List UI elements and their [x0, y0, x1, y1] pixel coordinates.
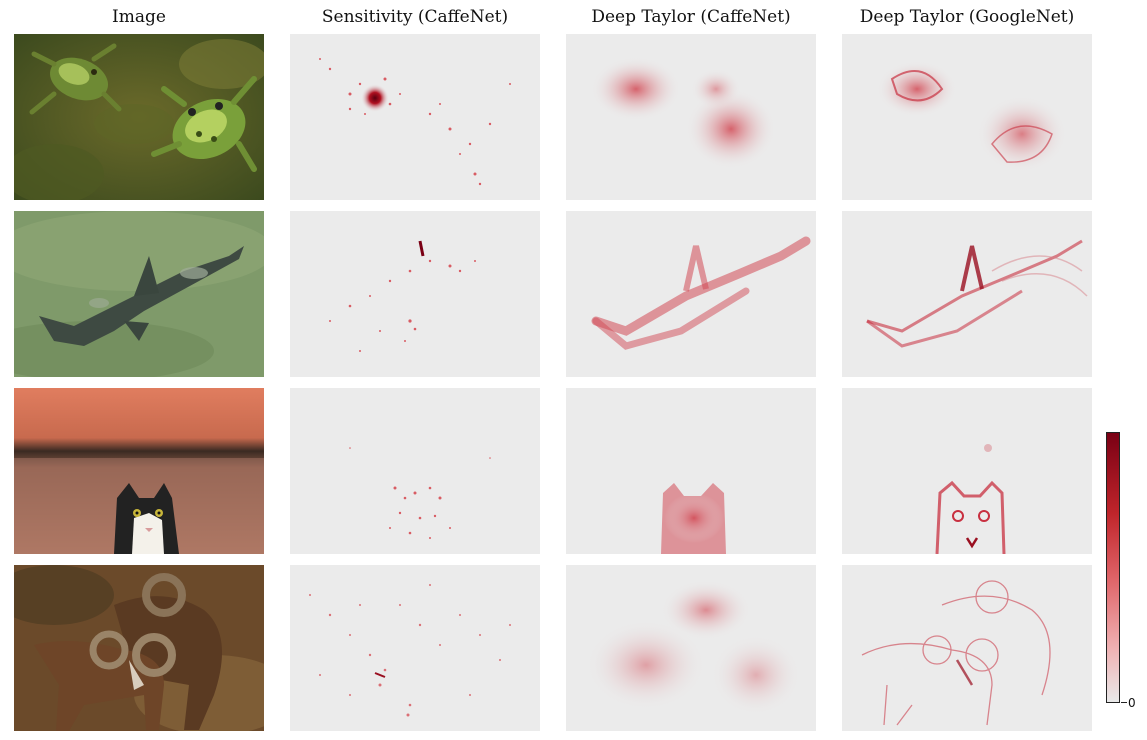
header-deep-taylor-googlenet: Deep Taylor (GoogleNet) [859, 7, 1075, 27]
deep-taylor-googlenet-frogs [842, 34, 1092, 200]
colorbar-tick-zero [1121, 702, 1127, 703]
deep-taylor-caffenet-rams [566, 565, 816, 731]
sensitivity-caffenet-shark [290, 211, 540, 377]
header-image: Image [112, 7, 166, 27]
sensitivity-caffenet-kitten [290, 388, 540, 554]
colorbar-zero-label: 0 [1128, 696, 1136, 710]
sensitivity-caffenet-rams [290, 565, 540, 731]
header-sensitivity-caffenet: Sensitivity (CaffeNet) [321, 7, 509, 27]
deep-taylor-caffenet-frogs [566, 34, 816, 200]
photo-hammerhead-shark [14, 211, 264, 377]
deep-taylor-googlenet-rams [842, 565, 1092, 731]
deep-taylor-caffenet-shark [566, 211, 816, 377]
header-deep-taylor-caffenet: Deep Taylor (CaffeNet) [591, 7, 791, 27]
photo-frogs [14, 34, 264, 200]
deep-taylor-googlenet-kitten [842, 388, 1092, 554]
photo-rams [14, 565, 264, 731]
deep-taylor-caffenet-kitten [566, 388, 816, 554]
sensitivity-caffenet-frogs [290, 34, 540, 200]
deep-taylor-googlenet-shark [842, 211, 1092, 377]
photo-kitten [14, 388, 264, 554]
colorbar [1106, 432, 1120, 703]
